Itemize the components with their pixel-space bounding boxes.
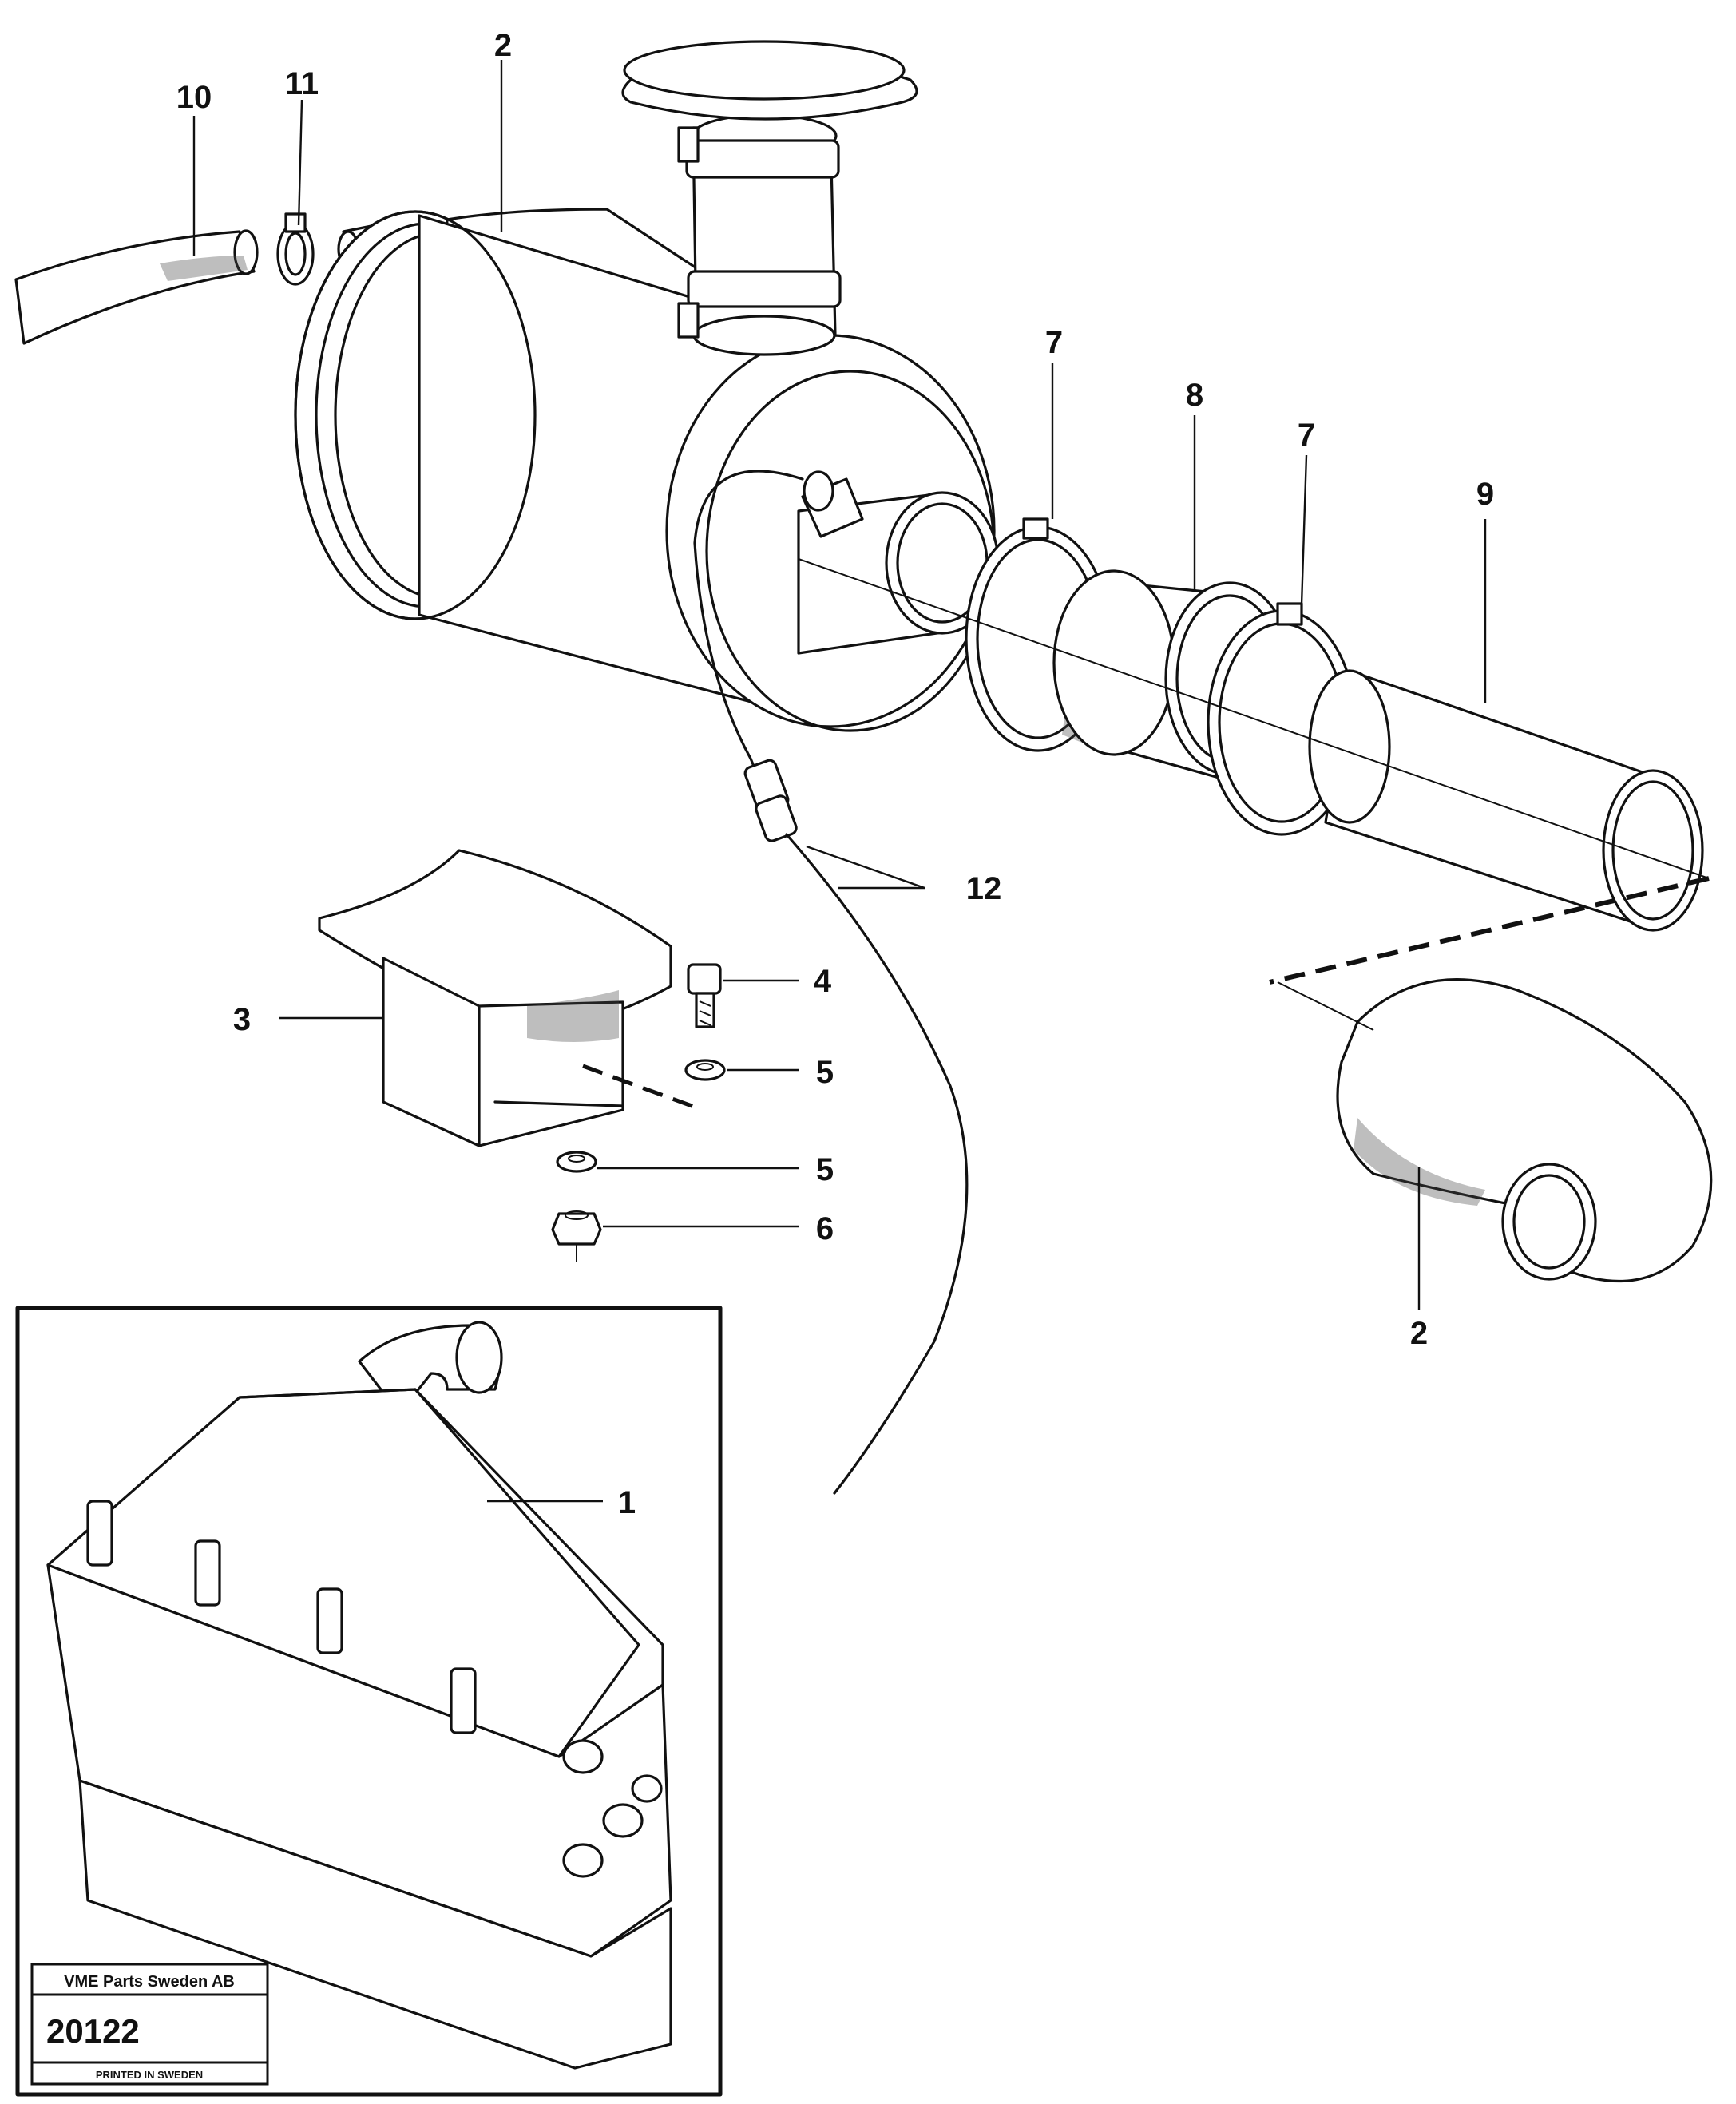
stamp-number: 20122 [46,2012,140,2050]
sensor-cable-12 [693,470,969,1495]
washer-5-upper [684,1059,726,1081]
callout-5-upper: 5 [816,1055,834,1090]
callout-7-left: 7 [1045,325,1063,360]
callout-11: 11 [285,66,319,101]
callout-12: 12 [966,871,1002,906]
hose-10 [14,229,259,345]
bracket-3 [318,849,672,1147]
intake-pipe-with-cap [621,40,918,356]
callout-10: 10 [176,80,212,115]
callout-7-right: 7 [1298,418,1315,453]
callout-2-bottom: 2 [1410,1316,1428,1351]
pipe-9 [798,558,1710,932]
callouts: 2 10 11 7 8 7 9 12 3 4 5 5 6 2 1 [176,28,1494,1520]
publisher-stamp: VME Parts Sweden AB 20122 PRINTED IN SWE… [30,1963,269,2086]
stamp-company: VME Parts Sweden AB [64,1973,235,1991]
callout-4: 4 [814,964,832,999]
callout-5-lower: 5 [816,1152,834,1187]
callout-2-top: 2 [494,28,512,63]
elbow-hose-2 [1277,978,1713,1283]
callout-9: 9 [1476,477,1494,512]
nut-6 [551,1210,602,1262]
callout-6: 6 [816,1211,834,1246]
stamp-origin: PRINTED IN SWEDEN [96,2069,203,2081]
callout-1: 1 [618,1485,636,1520]
leader-lines [192,60,1487,1503]
washer-5-lower [556,1151,597,1173]
centreline-dashed [1269,876,1710,985]
hose-clamp-11 [276,212,315,286]
callout-8: 8 [1186,378,1203,413]
bolt-4 [687,963,722,1028]
callout-3: 3 [233,1002,251,1037]
bolt-axis-dashed [582,1064,704,1112]
air-filter-housing-2 [294,208,1000,732]
